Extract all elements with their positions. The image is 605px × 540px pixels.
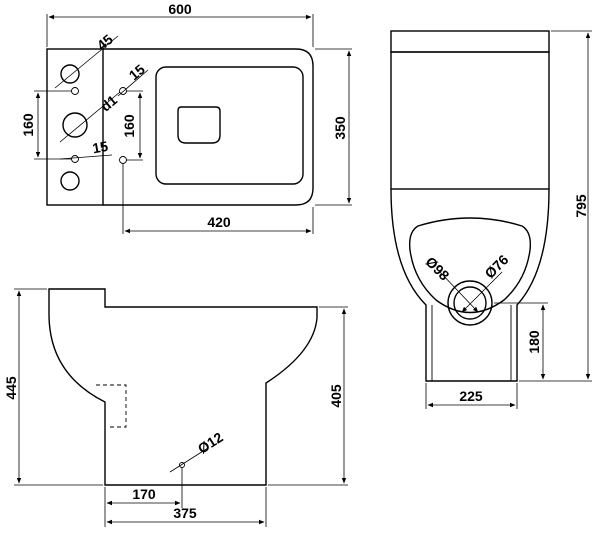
label-420: 420: [207, 214, 231, 230]
label-795: 795: [573, 194, 589, 218]
leader-d1: [59, 91, 121, 143]
side-body: [48, 288, 318, 486]
label-225: 225: [459, 388, 483, 404]
label-375: 375: [173, 505, 197, 521]
leader-15-top: [117, 69, 149, 97]
hole-middle: [62, 112, 88, 138]
leader-12: [169, 447, 209, 473]
bowl-opening: [177, 106, 221, 144]
fixing-hole-right-bottom: [119, 156, 127, 164]
rim-outline: [155, 66, 304, 185]
fixing-hole-left-top: [71, 87, 79, 95]
bowl-front: [408, 217, 532, 314]
label-160-left: 160: [20, 113, 36, 137]
label-160-right: 160: [121, 114, 137, 138]
hole-bottom: [60, 171, 80, 191]
cistern-lid: [390, 30, 550, 53]
label-600: 600: [168, 1, 192, 17]
fixing-hole-left-bottom: [71, 155, 79, 163]
label-98: Ø98: [423, 253, 453, 283]
side-view: Ø12 445 405 170 375: [3, 288, 348, 527]
label-hole-45: 45: [94, 31, 116, 53]
outlet-inner: [453, 286, 487, 320]
pan-body: [390, 188, 550, 382]
leader-45: [54, 35, 119, 89]
cistern-body: [390, 51, 550, 190]
leader-98: [439, 271, 479, 313]
outlet-outer: [447, 280, 493, 326]
label-12: Ø12: [195, 429, 226, 457]
label-76: Ø76: [481, 251, 511, 281]
label-405: 405: [328, 384, 344, 408]
label-170: 170: [132, 486, 156, 502]
leader-15-bottom: [59, 154, 113, 160]
label-hole-15-bottom: 15: [91, 138, 109, 156]
front-view: Ø98 Ø76 795 180 225: [390, 30, 592, 409]
hole-top: [60, 64, 80, 84]
cistern-outline: [46, 48, 104, 206]
pan-outline: [103, 48, 314, 206]
hidden-pipe: [96, 384, 127, 428]
label-445: 445: [3, 376, 19, 400]
label-hole-15-top: 15: [126, 61, 148, 83]
leader-76: [461, 271, 503, 313]
top-view: 600 350 420 160 160 45 15 d1 15: [20, 1, 352, 234]
label-350: 350: [332, 116, 348, 140]
label-180: 180: [526, 330, 542, 354]
floor-fixing-hole: [179, 462, 185, 468]
